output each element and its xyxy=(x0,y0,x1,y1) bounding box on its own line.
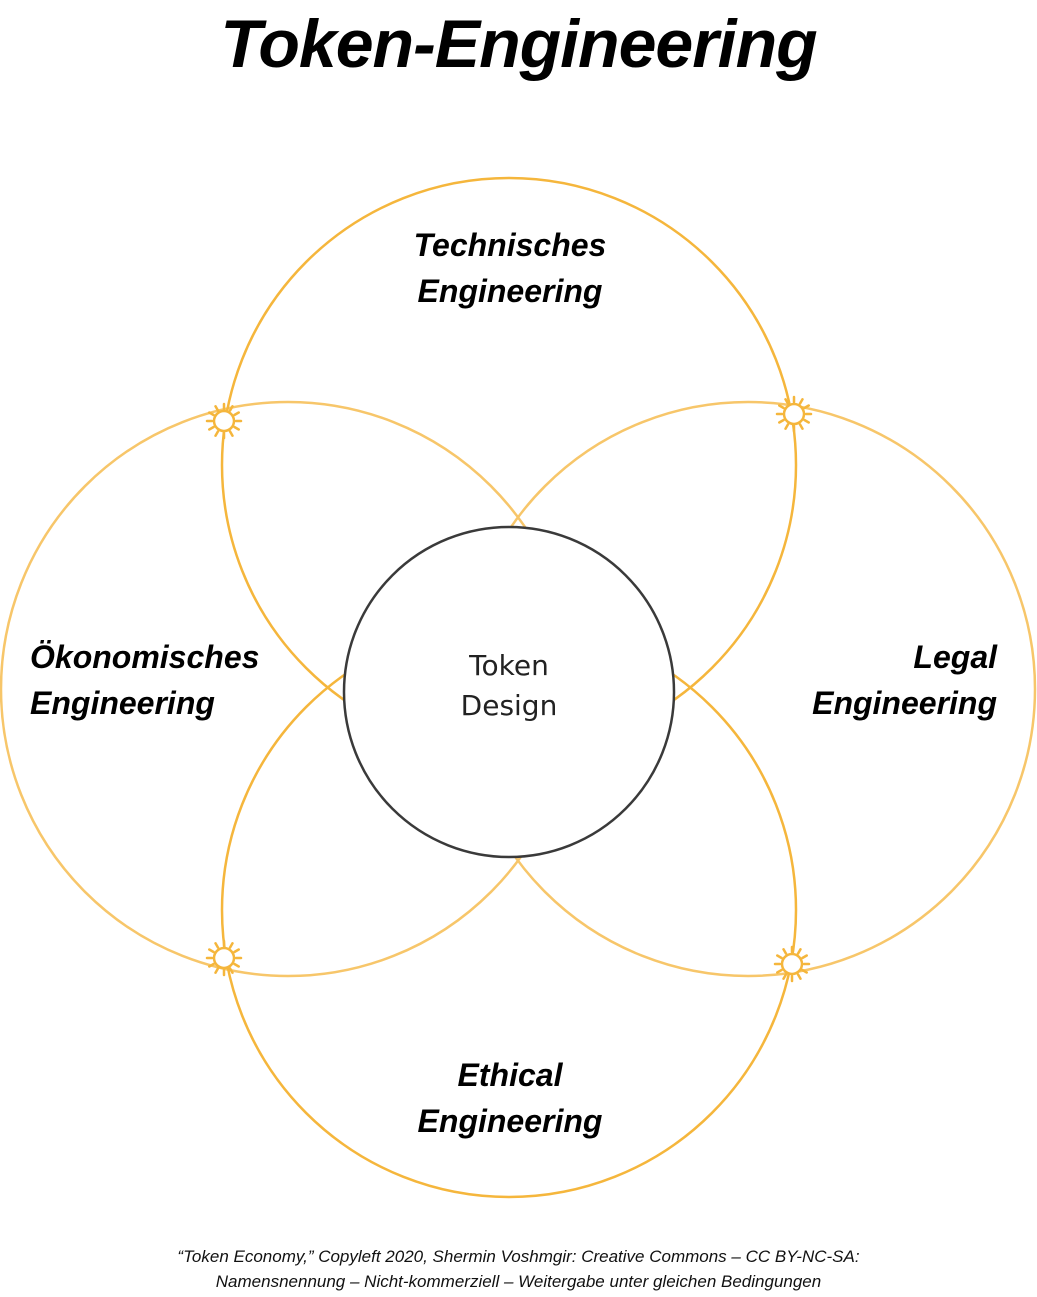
sun-icon xyxy=(205,939,243,977)
page-title: Token-Engineering xyxy=(220,6,817,82)
label-token-design: Token Design xyxy=(409,646,609,726)
label-technisches-engineering: Technisches Engineering xyxy=(310,222,710,314)
sun-icon xyxy=(205,402,243,440)
label-bottom-line1: Ethical xyxy=(457,1057,563,1093)
sun-icon xyxy=(775,395,813,433)
sun-icon xyxy=(773,945,811,983)
label-left-line1: Ökonomisches xyxy=(30,639,260,675)
label-top-line1: Technisches xyxy=(413,227,607,263)
caption-line1: “Token Economy,” Copyleft 2020, Shermin … xyxy=(177,1247,860,1266)
center-circle xyxy=(342,525,676,859)
label-top-line2: Engineering xyxy=(417,273,603,309)
label-center-line1: Token xyxy=(469,649,549,682)
label-left-line2: Engineering xyxy=(30,685,215,721)
copyright-caption: “Token Economy,” Copyleft 2020, Shermin … xyxy=(0,1244,1037,1294)
caption-line2: Namensnennung – Nicht-kommerziell – Weit… xyxy=(215,1272,822,1291)
label-ethical-engineering: Ethical Engineering xyxy=(310,1052,710,1144)
label-center-line2: Design xyxy=(460,689,558,722)
label-right-line2: Engineering xyxy=(812,685,997,721)
label-bottom-line2: Engineering xyxy=(417,1103,603,1139)
label-right-line1: Legal xyxy=(913,639,997,675)
label-oekonomisches-engineering: Ökonomisches Engineering xyxy=(30,634,330,726)
label-legal-engineering: Legal Engineering xyxy=(700,634,997,726)
